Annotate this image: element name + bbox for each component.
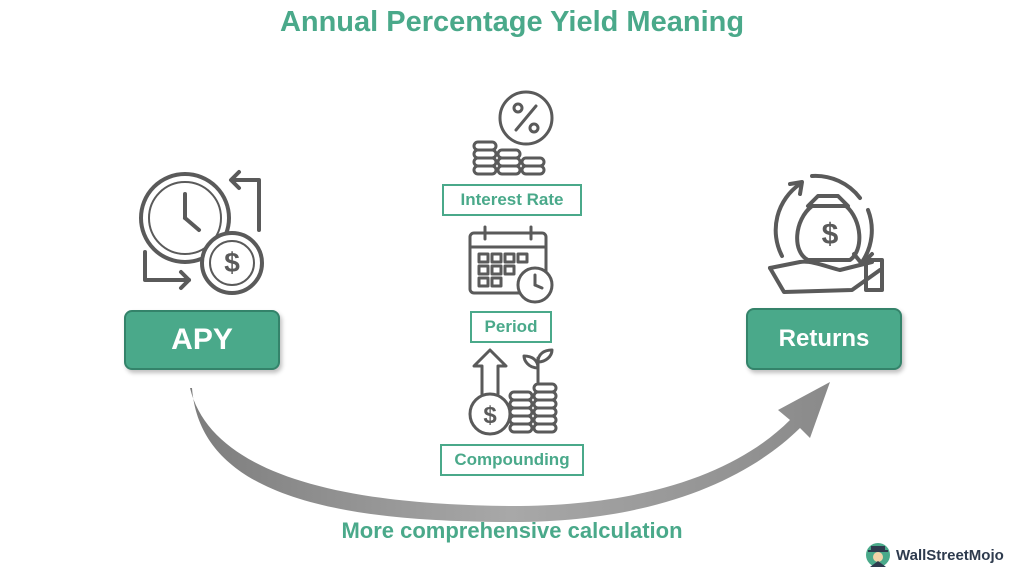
svg-text:$: $ [483,402,497,429]
apy-box: APY [124,310,280,370]
diagram-title: Annual Percentage Yield Meaning [279,6,745,38]
brand-name: WallStreetMojo [896,546,1004,564]
svg-text:$: $ [822,218,839,251]
period-label: Period [470,311,552,343]
clock-dollar-icon: $ [139,170,264,295]
returns-box: Returns [746,308,902,370]
svg-text:$: $ [224,247,240,278]
mascot-icon [866,543,890,567]
calendar-clock-icon [468,225,554,304]
compounding-label: Compounding [440,444,584,476]
money-bag-hand-icon: $ [768,173,884,294]
interest-rate-label: Interest Rate [442,184,582,216]
caption: More comprehensive calculation [341,518,683,543]
percent-coins-icon [472,90,554,176]
brand-logo: WallStreetMojo [864,541,1004,569]
growth-coins-icon: $ [468,348,558,436]
